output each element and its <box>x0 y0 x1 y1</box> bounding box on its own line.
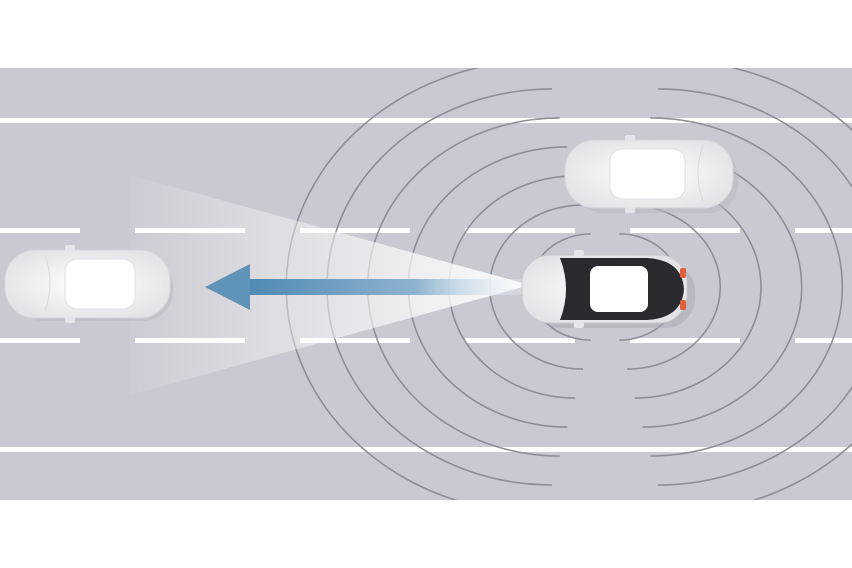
solid-lane-line-top <box>0 118 852 123</box>
ego-car-icon <box>521 250 695 328</box>
radar-arc <box>658 88 852 486</box>
lane-dash <box>630 338 740 343</box>
lane-dash <box>795 338 852 343</box>
lane-dash <box>795 228 852 233</box>
lane-dash <box>465 338 575 343</box>
lane-dash <box>0 338 80 343</box>
lane-dash <box>300 338 410 343</box>
adjacent-car-icon <box>564 135 738 213</box>
lane-dash <box>465 228 575 233</box>
radar-arc <box>730 68 852 500</box>
radar-arc <box>650 117 844 457</box>
radar-arc <box>626 204 722 370</box>
lane-dash <box>630 228 740 233</box>
solid-lane-line-bottom <box>0 447 852 452</box>
lane-dash <box>300 228 410 233</box>
lane-dash <box>0 228 80 233</box>
direction-arrow-icon <box>205 264 530 310</box>
lead-car-icon <box>4 245 173 323</box>
